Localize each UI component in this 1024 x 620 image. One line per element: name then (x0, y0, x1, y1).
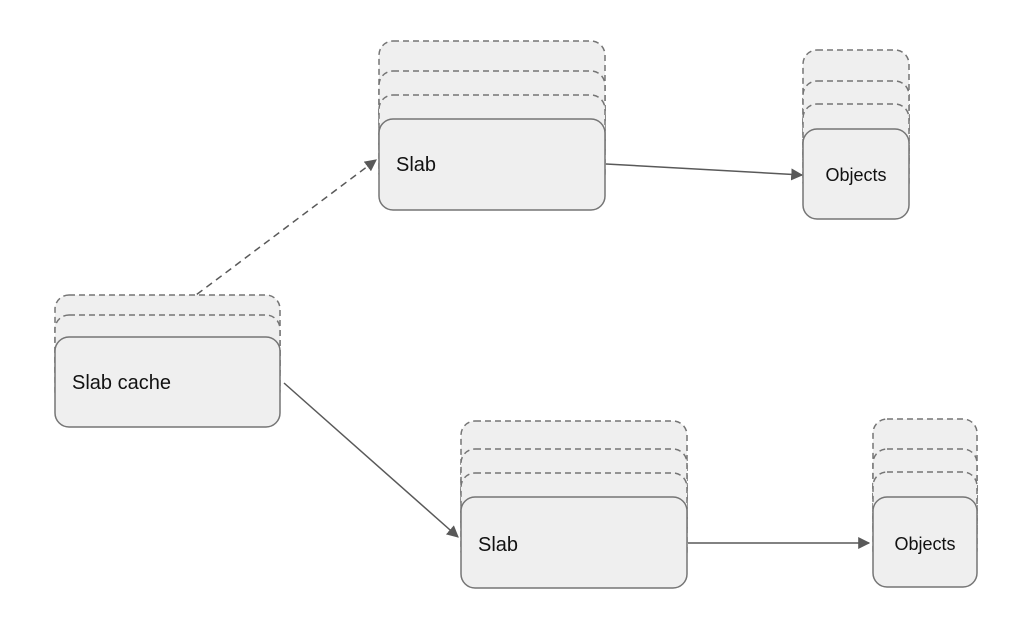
slab-bottom-box (460, 496, 688, 589)
edge-slab-cache-to-slab-bottom (283, 382, 459, 538)
objects-bottom-label: Objects (894, 534, 955, 554)
objects-top-node: Objects (802, 49, 910, 220)
slab-cache-label: Slab cache (72, 372, 171, 394)
slab-cache-box (54, 336, 281, 428)
slab-top-box (378, 118, 606, 211)
edges (167, 159, 871, 549)
objects-top-label: Objects (825, 165, 886, 185)
slab-bottom-label: Slab (478, 534, 518, 556)
edge-slab-top-to-objects-top (605, 163, 804, 181)
objects-top-box (802, 128, 910, 220)
edge-slab-cache-to-slab-top (167, 159, 377, 317)
objects-bottom-box (872, 496, 978, 588)
objects-bottom-node: Objects (872, 418, 978, 588)
slab-bottom-node: Slab (460, 420, 688, 589)
slab-top-node: Slab (378, 40, 606, 211)
slab-top-label: Slab (396, 154, 436, 176)
slab-cache-node: Slab cache (54, 294, 281, 428)
